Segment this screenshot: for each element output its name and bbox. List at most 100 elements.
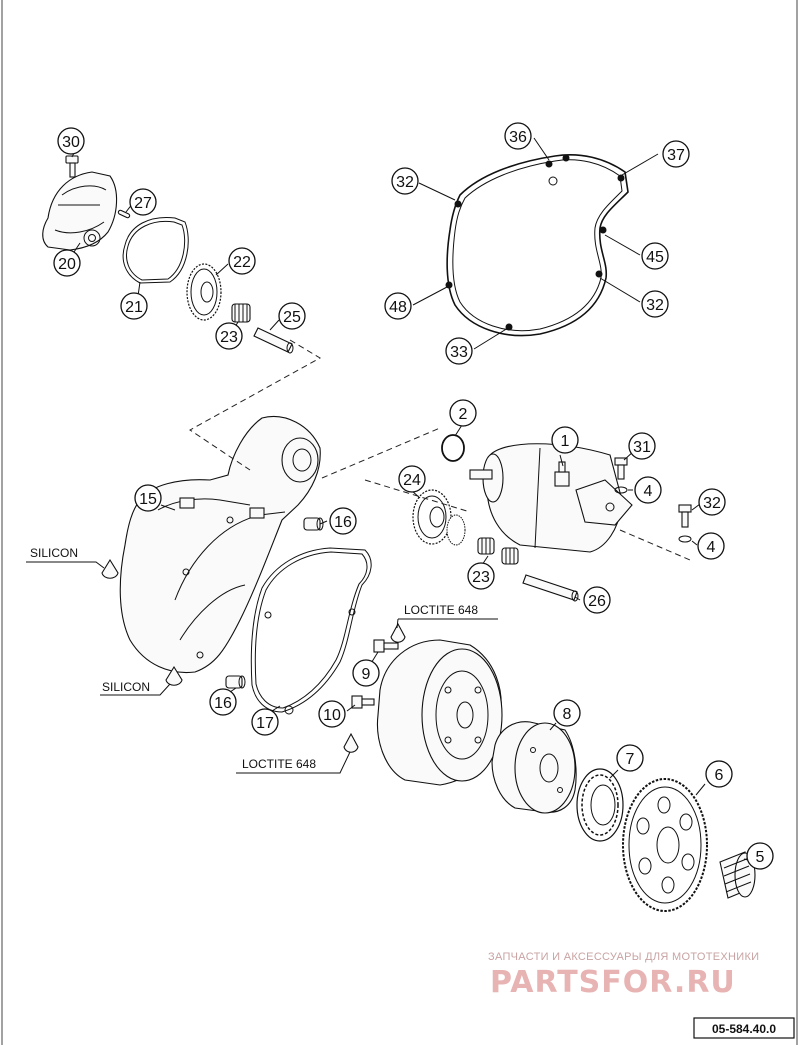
- part-4-washer-upper: [614, 486, 628, 494]
- svg-text:4: 4: [644, 483, 653, 500]
- flywheel-rotor: [376, 639, 503, 786]
- svg-text:9: 9: [362, 666, 371, 683]
- callout-5: 5: [746, 842, 774, 870]
- drawing-reference-box: 05-584.40.0: [693, 1017, 795, 1039]
- silicon-drop-top-icon: [101, 558, 119, 579]
- cover-gasket-top-right: [445, 153, 629, 337]
- svg-text:20: 20: [58, 256, 76, 273]
- svg-text:48: 48: [389, 299, 407, 316]
- svg-text:21: 21: [125, 299, 143, 316]
- svg-text:36: 36: [509, 129, 527, 146]
- callout-4-upper: 4: [634, 476, 662, 504]
- part-10-screw: [351, 695, 375, 709]
- part-15-ignition-cover: [119, 416, 321, 674]
- part-1-starter-motor: [469, 443, 633, 553]
- part-25-shaft: [253, 327, 294, 354]
- callout-24: 24: [398, 465, 426, 493]
- svg-text:16: 16: [214, 695, 232, 712]
- part-4-washer-lower: [678, 535, 692, 543]
- svg-text:37: 37: [667, 147, 685, 164]
- callout-37: 37: [662, 140, 690, 168]
- callout-25: 25: [278, 302, 306, 330]
- callout-32-lower: 32: [698, 488, 726, 516]
- note-silicon-top: SILICON: [30, 546, 78, 560]
- part-9-screw: [373, 639, 399, 653]
- callouts: 30 27 20 21 22 23 25 36 37 32 45 48 32 3…: [53, 122, 774, 870]
- svg-text:27: 27: [134, 195, 152, 212]
- watermark-tagline: ЗАПЧАСТИ И АКСЕССУАРЫ ДЛЯ МОТОТЕХНИКИ: [488, 951, 759, 963]
- loctite-drop-top-icon: [390, 622, 406, 643]
- svg-text:25: 25: [283, 309, 301, 326]
- note-silicon-bottom: SILICON: [102, 680, 150, 694]
- callout-32-top: 32: [391, 167, 419, 195]
- callout-36: 36: [504, 122, 532, 150]
- svg-text:24: 24: [403, 472, 421, 489]
- svg-text:31: 31: [633, 439, 651, 456]
- part-7-freewheel: [576, 768, 624, 842]
- part-21-gasket: [122, 216, 189, 284]
- callout-7: 7: [616, 744, 644, 772]
- part-31-screw: [614, 457, 628, 480]
- svg-text:7: 7: [626, 751, 635, 768]
- part-23-bearing-lower-b: [501, 547, 519, 565]
- part-2-o-ring: [441, 434, 465, 462]
- svg-text:5: 5: [756, 849, 765, 866]
- svg-text:8: 8: [563, 706, 572, 723]
- svg-text:45: 45: [646, 249, 664, 266]
- callout-33: 33: [445, 337, 473, 365]
- part-27-pin: [117, 209, 131, 219]
- note-loctite-bottom: LOCTITE 648: [242, 757, 316, 771]
- silicon-drop-bottom-icon: [165, 665, 183, 686]
- part-26-shaft: [522, 574, 579, 602]
- part-24-idler-gear: [412, 489, 466, 546]
- callout-23-lower: 23: [467, 562, 495, 590]
- callout-4-lower: 4: [697, 532, 725, 560]
- watermark-brand: PARTSFOR.RU: [490, 965, 736, 1000]
- callout-32-mid: 32: [641, 290, 669, 318]
- part-16-dowel-lower: [225, 675, 246, 689]
- part-20-cover: [42, 171, 118, 251]
- svg-text:6: 6: [715, 767, 724, 784]
- part-32-screw-lower: [678, 504, 692, 528]
- svg-text:17: 17: [256, 715, 274, 732]
- callout-17: 17: [251, 708, 279, 736]
- callout-1: 1: [551, 426, 579, 454]
- svg-text:10: 10: [323, 707, 341, 724]
- callout-20: 20: [53, 249, 81, 277]
- callout-10: 10: [318, 700, 346, 728]
- svg-text:16: 16: [334, 514, 352, 531]
- svg-text:32: 32: [646, 297, 664, 314]
- callout-22: 22: [228, 247, 256, 275]
- part-30-screw: [65, 155, 79, 178]
- leader-lines: [26, 137, 749, 861]
- svg-text:30: 30: [62, 134, 80, 151]
- callout-16-lower: 16: [209, 688, 237, 716]
- svg-text:4: 4: [707, 539, 716, 556]
- part-17-cover-gasket: [250, 547, 372, 715]
- svg-text:1: 1: [561, 433, 570, 450]
- svg-text:15: 15: [139, 491, 157, 508]
- callout-15: 15: [134, 484, 162, 512]
- part-23-bearing-lower-a: [477, 537, 495, 555]
- callout-45: 45: [641, 242, 669, 270]
- part-22-gear: [186, 263, 222, 321]
- callout-31: 31: [628, 432, 656, 460]
- svg-text:33: 33: [450, 344, 468, 361]
- svg-text:32: 32: [703, 495, 721, 512]
- callout-9: 9: [352, 659, 380, 687]
- callout-2: 2: [449, 399, 477, 427]
- callout-27: 27: [129, 188, 157, 216]
- svg-text:23: 23: [220, 329, 238, 346]
- svg-text:32: 32: [396, 174, 414, 191]
- callout-23-upper: 23: [215, 322, 243, 350]
- svg-text:05-584.40.0: 05-584.40.0: [712, 1022, 776, 1036]
- svg-text:2: 2: [459, 406, 468, 423]
- svg-text:23: 23: [472, 569, 490, 586]
- loctite-drop-bottom-icon: [343, 732, 359, 753]
- note-loctite-top: LOCTITE 648: [404, 603, 478, 617]
- callout-6: 6: [705, 760, 733, 788]
- part-23-bearing-upper: [231, 303, 251, 323]
- callout-8: 8: [553, 699, 581, 727]
- callout-21: 21: [120, 292, 148, 320]
